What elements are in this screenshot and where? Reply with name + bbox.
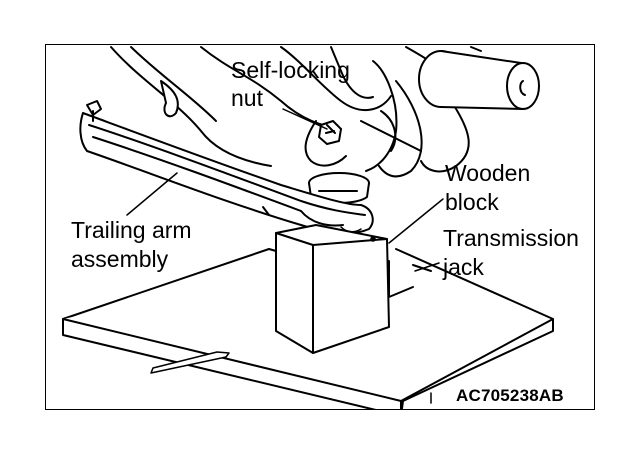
label-transmission-jack-line1: Transmission [443, 225, 579, 251]
label-trailing-arm-line2: assembly [71, 246, 169, 272]
diagram-frame [45, 44, 595, 410]
self-locking-nut-drawing [318, 120, 342, 145]
hub-shaft [418, 46, 540, 110]
suspension-knuckle-outline [110, 46, 472, 178]
figure-code: AC705238AB [456, 386, 564, 405]
label-trailing-arm-line1: Trailing arm [71, 217, 192, 243]
label-transmission-jack-line2: jack [443, 254, 484, 280]
label-wooden-block-line2: block [445, 189, 499, 215]
wooden-block-drawing [275, 224, 390, 354]
label-self-locking-nut-line2: nut [231, 85, 263, 111]
diagram-artwork [62, 46, 554, 409]
leader-lines [126, 108, 444, 404]
label-wooden-block-line1: Wooden [445, 160, 531, 186]
label-self-locking-nut-line1: Self-locking [231, 57, 350, 83]
trailing-arm-drawing [79, 100, 374, 235]
